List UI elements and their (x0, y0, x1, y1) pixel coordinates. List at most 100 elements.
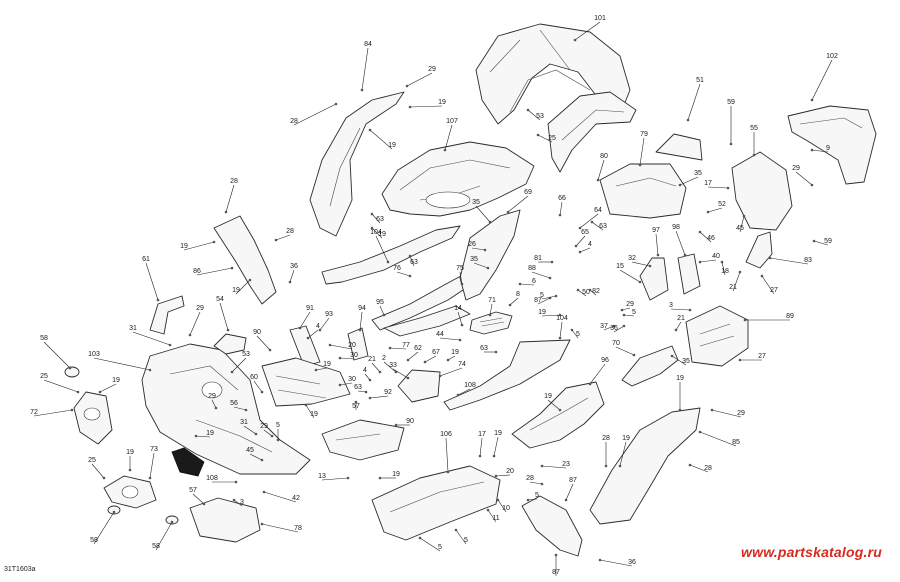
callout-c36b[interactable]: 36 (610, 324, 626, 333)
callout-c9[interactable]: 9 (810, 145, 830, 153)
callout-c4b[interactable]: 4 (306, 323, 320, 340)
part-54[interactable] (213, 333, 247, 355)
callout-c91[interactable]: 91 (298, 305, 314, 330)
callout-c25b[interactable]: 25 (40, 373, 80, 394)
callout-c54[interactable]: 54 (216, 296, 230, 332)
callout-c59b[interactable]: 59 (812, 238, 832, 246)
callout-c19m[interactable]: 19 (194, 430, 214, 438)
callout-c19o[interactable]: 19 (618, 435, 630, 468)
callout-c87b[interactable]: 87 (564, 477, 577, 502)
part-97[interactable] (639, 257, 669, 301)
callout-c28e[interactable]: 28 (688, 463, 712, 473)
callout-c58b[interactable]: 58 (90, 510, 116, 545)
callout-c31a[interactable]: 31 (129, 325, 172, 347)
callout-c36a[interactable]: 36 (288, 263, 298, 284)
callout-c28c[interactable]: 28 (274, 228, 294, 242)
callout-c19p[interactable]: 19 (126, 449, 134, 472)
callout-c17b[interactable]: 17 (478, 431, 486, 458)
callout-c29g[interactable]: 29 (260, 423, 274, 438)
part-79[interactable] (599, 163, 687, 219)
callout-c75[interactable]: 75 (456, 265, 464, 286)
callout-c19d[interactable]: 19 (180, 240, 216, 251)
callout-c108a[interactable]: 108 (456, 382, 476, 397)
part-17[interactable] (731, 151, 793, 231)
callout-c26[interactable]: 26 (468, 241, 487, 252)
part-70[interactable] (621, 345, 679, 387)
part-102[interactable] (787, 105, 877, 185)
callout-c72[interactable]: 72 (30, 408, 74, 417)
callout-c15[interactable]: 15 (616, 263, 642, 284)
callout-c19b[interactable]: 19 (368, 128, 396, 150)
callout-c28a[interactable]: 28 (290, 102, 338, 126)
part-90[interactable] (261, 357, 351, 407)
callout-c5f[interactable]: 5 (454, 528, 468, 545)
part-108[interactable] (443, 339, 571, 411)
callout-c29e[interactable]: 29 (208, 393, 218, 410)
callout-c29c[interactable]: 29 (620, 301, 634, 312)
callout-c62[interactable]: 62 (406, 345, 422, 362)
callout-c29f[interactable]: 29 (710, 408, 745, 418)
part-96[interactable] (511, 381, 605, 449)
callout-c44[interactable]: 44 (436, 331, 462, 342)
callout-c19h[interactable]: 19 (314, 361, 331, 372)
callout-c19l[interactable]: 19 (544, 393, 562, 412)
callout-c56[interactable]: 56 (230, 400, 248, 412)
callout-c63b[interactable]: 63 (370, 212, 384, 224)
callout-c74[interactable]: 74 (438, 361, 466, 378)
callout-c19n[interactable]: 19 (492, 430, 502, 458)
part-84[interactable] (309, 91, 405, 237)
part-72[interactable] (73, 391, 113, 445)
callout-c13[interactable]: 13 (318, 473, 350, 481)
part-53[interactable] (547, 91, 637, 173)
part-58[interactable] (64, 366, 80, 378)
callout-c19e[interactable]: 19 (232, 278, 252, 295)
callout-c81[interactable]: 81 (534, 255, 554, 264)
callout-c35b[interactable]: 35 (472, 199, 492, 224)
callout-c53b[interactable]: 53 (230, 351, 250, 374)
callout-c83[interactable]: 83 (768, 256, 812, 265)
callout-c27a[interactable]: 27 (760, 274, 778, 295)
callout-c28b[interactable]: 28 (224, 178, 238, 214)
callout-c108b[interactable]: 108 (206, 475, 238, 484)
callout-c27b[interactable]: 27 (738, 353, 766, 362)
part-61[interactable] (149, 295, 185, 335)
callout-c63a[interactable]: 63 (590, 220, 607, 231)
callout-c104b[interactable]: 104 (556, 315, 568, 340)
callout-c51[interactable]: 51 (686, 77, 704, 122)
callout-c14[interactable]: 14 (454, 305, 464, 327)
callout-c95[interactable]: 95 (376, 299, 386, 317)
callout-c67[interactable]: 67 (423, 349, 440, 364)
callout-c85[interactable]: 85 (698, 430, 740, 447)
callout-c4c[interactable]: 4 (363, 367, 372, 382)
callout-c5b[interactable]: 5 (622, 309, 636, 317)
callout-c29b[interactable]: 29 (792, 165, 814, 187)
callout-c87c[interactable]: 87 (552, 553, 560, 576)
callout-c29a[interactable]: 29 (405, 66, 436, 88)
part-87[interactable] (521, 495, 583, 557)
callout-c21c[interactable]: 21 (368, 356, 382, 374)
part-104-upper[interactable] (321, 225, 461, 285)
callout-c94[interactable]: 94 (358, 305, 366, 332)
part-74[interactable] (397, 369, 441, 403)
part-57[interactable] (171, 447, 205, 477)
callout-c106[interactable]: 106 (440, 431, 452, 474)
callout-c19a[interactable]: 19 (408, 99, 446, 109)
callout-c73[interactable]: 73 (148, 446, 158, 480)
callout-c64[interactable]: 64 (578, 207, 602, 230)
callout-c25a[interactable]: 25 (536, 133, 556, 143)
callout-c102[interactable]: 102 (810, 53, 838, 102)
callout-c78[interactable]: 78 (260, 522, 302, 533)
callout-c59a[interactable]: 59 (727, 99, 735, 146)
part-98[interactable] (677, 253, 701, 295)
callout-c103[interactable]: 103 (88, 351, 152, 372)
callout-c89[interactable]: 89 (743, 313, 794, 322)
callout-c57a[interactable]: 57 (352, 400, 360, 410)
callout-c82[interactable]: 82 (588, 288, 600, 296)
callout-c5a[interactable]: 5 (540, 292, 558, 300)
callout-c50[interactable]: 50 (576, 288, 590, 297)
callout-c90a[interactable]: 90 (253, 329, 272, 352)
callout-c84[interactable]: 84 (360, 41, 372, 92)
callout-c35d[interactable]: 35 (670, 354, 690, 366)
callout-c30a[interactable]: 30 (338, 352, 358, 360)
callout-c46[interactable]: 46 (698, 230, 715, 243)
